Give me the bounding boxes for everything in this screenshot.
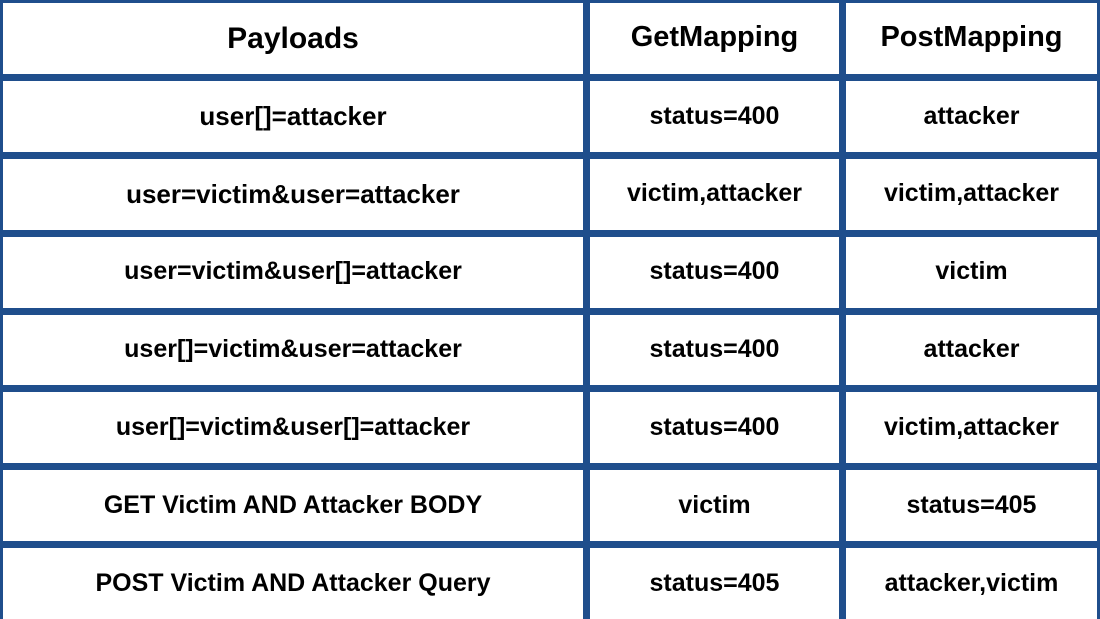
cell-getmapping: victim,attacker <box>590 158 839 230</box>
column-header-getmapping: GetMapping <box>590 3 839 74</box>
cell-payloads: user[]=attacker <box>3 80 583 152</box>
cell-payloads: GET Victim AND Attacker BODY <box>3 470 583 542</box>
cell-payloads: user=victim&user=attacker <box>3 158 583 230</box>
cell-postmapping: attacker <box>846 80 1097 152</box>
cell-getmapping: status=400 <box>590 392 839 464</box>
column-header-payloads: Payloads <box>3 3 583 74</box>
cell-postmapping: victim,attacker <box>846 392 1097 464</box>
cell-getmapping: status=400 <box>590 80 839 152</box>
table-row: GET Victim AND Attacker BODY victim stat… <box>3 470 1097 542</box>
table-row: user=victim&user[]=attacker status=400 v… <box>3 236 1097 308</box>
cell-postmapping: status=405 <box>846 470 1097 542</box>
cell-payloads: user[]=victim&user[]=attacker <box>3 392 583 464</box>
cell-postmapping: attacker,victim <box>846 548 1097 619</box>
table-row: user[]=attacker status=400 attacker <box>3 80 1097 152</box>
cell-getmapping: status=400 <box>590 314 839 386</box>
cell-postmapping: victim <box>846 236 1097 308</box>
table-header-row: Payloads GetMapping PostMapping <box>3 3 1097 74</box>
cell-payloads: user[]=victim&user=attacker <box>3 314 583 386</box>
cell-payloads: POST Victim AND Attacker Query <box>3 548 583 619</box>
column-header-postmapping: PostMapping <box>846 3 1097 74</box>
cell-postmapping: attacker <box>846 314 1097 386</box>
cell-postmapping: victim,attacker <box>846 158 1097 230</box>
cell-getmapping: status=405 <box>590 548 839 619</box>
cell-getmapping: victim <box>590 470 839 542</box>
table-row: user[]=victim&user=attacker status=400 a… <box>3 314 1097 386</box>
cell-payloads: user=victim&user[]=attacker <box>3 236 583 308</box>
table-row: user=victim&user=attacker victim,attacke… <box>3 158 1097 230</box>
cell-getmapping: status=400 <box>590 236 839 308</box>
table-row: user[]=victim&user[]=attacker status=400… <box>3 392 1097 464</box>
table-row: POST Victim AND Attacker Query status=40… <box>3 548 1097 619</box>
